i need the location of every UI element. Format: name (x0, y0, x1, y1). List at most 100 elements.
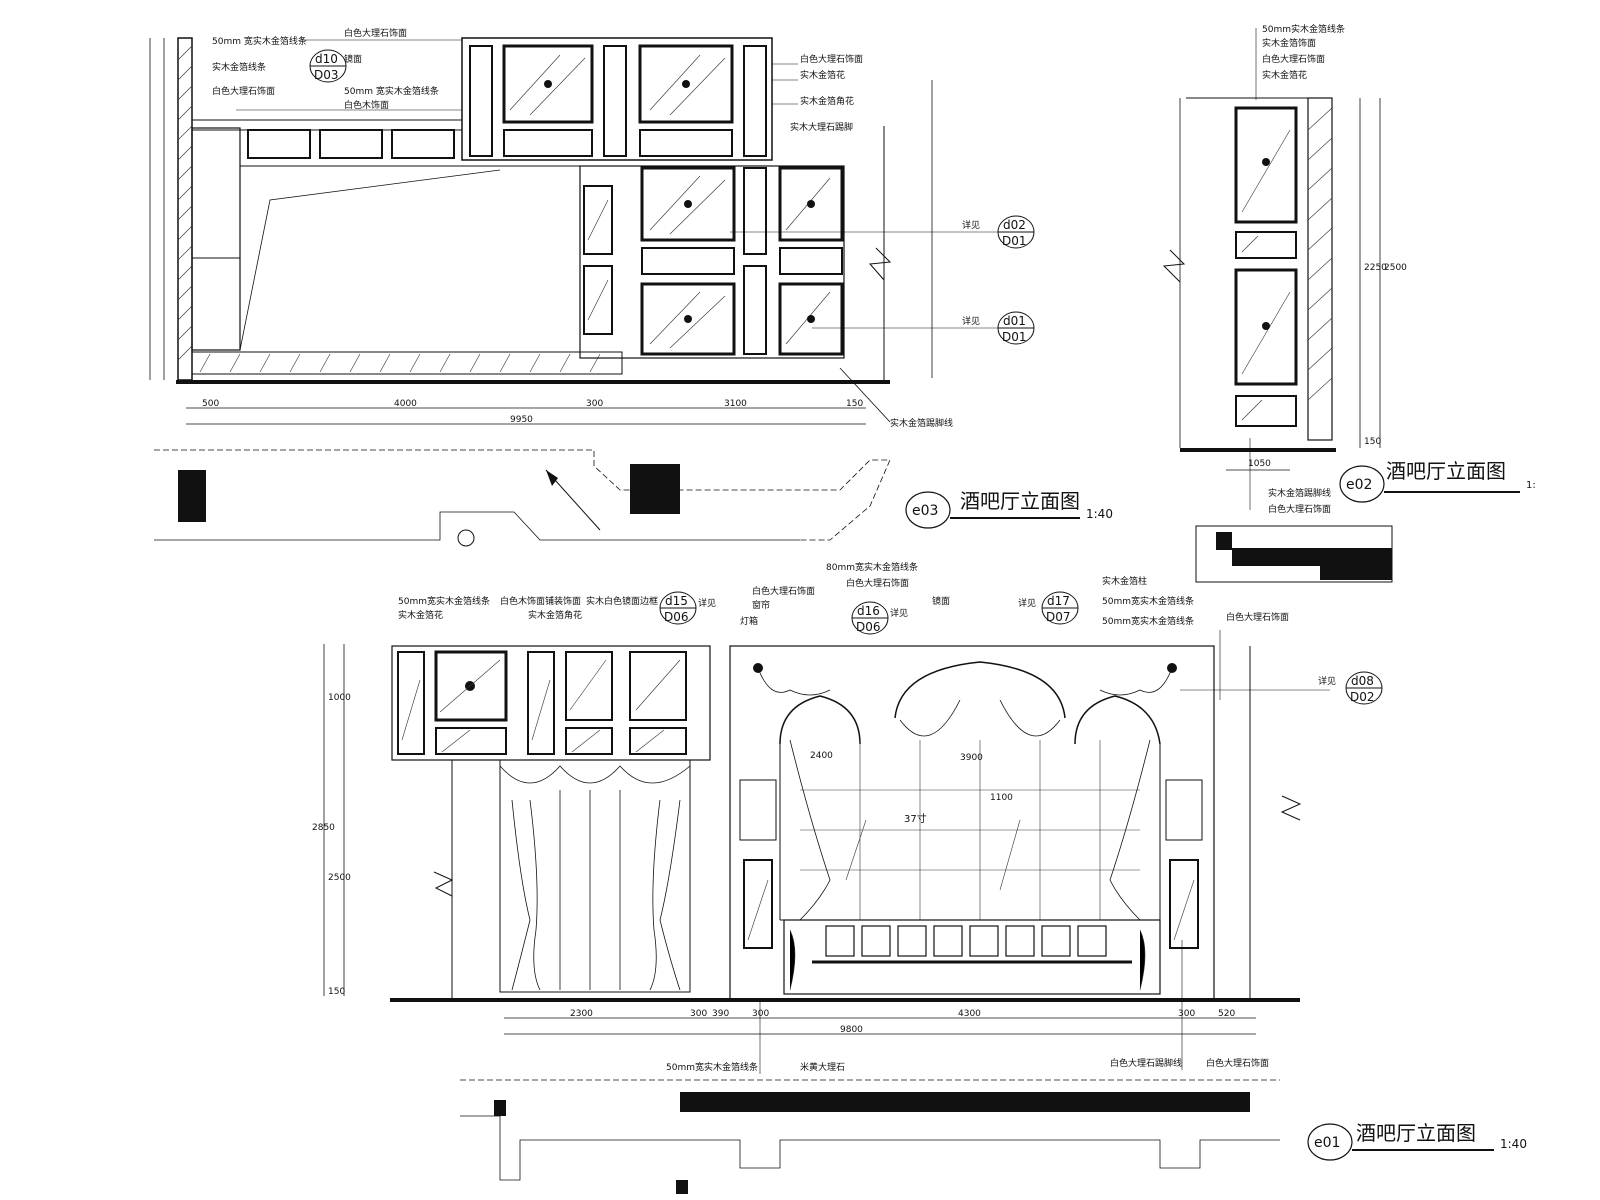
svg-text:e01: e01 (1314, 1135, 1340, 1151)
callout-d01: d01 D01 详见 (812, 311, 1035, 345)
e01-dim-w-6: 300 (1178, 1009, 1195, 1019)
e01-label-37: 37寸 (904, 812, 927, 825)
e03-label-marble-left: 白色大理石饰面 (212, 85, 275, 97)
title-e03: e03 酒吧厅立面图 1:40 (905, 489, 1113, 529)
e02-dim-h-3: 150 (1364, 437, 1381, 447)
e01-label-line-a: 镜面 (932, 595, 950, 607)
e01-label-right-marble: 白色大理石饰面 (1226, 611, 1289, 623)
svg-text:酒吧厅立面图: 酒吧厅立面图 (1386, 459, 1506, 483)
callout-d10: d10 D03 (309, 49, 347, 83)
e02-label-b: 白色大理石饰面 (1262, 53, 1325, 65)
e03-label-wood: 50mm 宽实木金箔线条 (344, 85, 439, 97)
e01-dim-h-2: 2500 (328, 873, 351, 883)
e01-dim-inner-2: 3900 (960, 753, 983, 763)
svg-text:d08: d08 (1351, 674, 1374, 688)
e01-label-white-wood: 白色木饰面铺装饰面 (500, 595, 581, 607)
e02-label-50mm: 50mm实木金箔线条 (1262, 23, 1345, 35)
svg-text:1:40: 1:40 (1500, 1137, 1527, 1151)
svg-text:d02: d02 (1003, 218, 1026, 232)
svg-text:详见: 详见 (890, 607, 908, 619)
e03-label-gold-pattern: 实木金箔角花 (800, 95, 854, 107)
e01-label-gold-corner: 实木金箔角花 (528, 609, 582, 621)
svg-text:d17: d17 (1047, 594, 1070, 608)
svg-text:d15: d15 (665, 594, 688, 608)
e03-label-top-marble: 白色大理石饰面 (344, 27, 407, 39)
e01-dim-w-1: 2300 (570, 1009, 593, 1019)
e02-label-bottom-a: 实木金箔踢脚线 (1268, 487, 1331, 499)
e02-label-c: 实木金箔花 (1262, 69, 1307, 81)
e01-label-white-marble: 白色大理石饰面 (846, 577, 909, 589)
e02-dim-h: 2250 (1364, 263, 1387, 273)
title-e01: e01 酒吧厅立面图 1:40 (1307, 1121, 1527, 1161)
e02-dim-w: 1050 (1248, 459, 1271, 469)
callout-d16: d16 D06 详见 (851, 601, 908, 635)
e01-dim-total: 9800 (840, 1025, 863, 1035)
e01-label-50mm-b: 50mm宽实木金箔线条 (1102, 615, 1194, 627)
e01-dim-w-5: 4300 (958, 1009, 981, 1019)
e03-label-corner: 实木大理石踢脚 (790, 121, 853, 133)
e01-label-bottom-r1: 白色大理石踢脚线 (1110, 1057, 1182, 1069)
elevation-e02: 1050 2250 2500 150 50mm实木金箔线条 实木金箔饰面 白色大… (1162, 23, 1536, 583)
svg-text:d16: d16 (857, 604, 880, 618)
e01-label-light-box: 灯箱 (740, 615, 758, 627)
svg-text:详见: 详见 (962, 219, 980, 231)
svg-text:酒吧厅立面图: 酒吧厅立面图 (960, 489, 1080, 513)
e01-label-pattern: 实木金箔柱 (1102, 575, 1147, 587)
e01-dim-inner-1: 2400 (810, 751, 833, 761)
e01-dim-inner-3: 1100 (990, 793, 1013, 803)
e03-dim-w-3: 300 (586, 399, 603, 409)
e03-label-right-marble: 白色大理石饰面 (800, 53, 863, 65)
svg-text:详见: 详见 (962, 315, 980, 327)
e03-dim-w-5: 150 (846, 399, 863, 409)
svg-text:D02: D02 (1350, 690, 1375, 704)
e03-dim-w-1: 500 (202, 399, 219, 409)
e01-dim-w-7: 520 (1218, 1009, 1235, 1019)
e03-dim-total: 9950 (510, 415, 533, 425)
e01-dim-h-1: 1000 (328, 693, 351, 703)
callout-d15: d15 D06 详见 (659, 591, 716, 625)
e01-label-gold-flower: 实木金箔花 (398, 609, 443, 621)
e01-dim-h-4: 2850 (312, 823, 335, 833)
svg-text:1:: 1: (1526, 480, 1536, 491)
e01-dim-h-3: 150 (328, 987, 345, 997)
e01-label-50mm-a: 50mm宽实木金箔线条 (1102, 595, 1194, 607)
e03-label-wood-a: 白色木饰面 (344, 99, 389, 111)
svg-text:d10: d10 (315, 52, 338, 66)
e01-label-curtain-top: 白色大理石饰面 (752, 585, 815, 597)
e01-label-50mm-top: 50mm宽实木金箔线条 (398, 595, 490, 607)
e02-label-bottom-b: 白色大理石饰面 (1268, 503, 1331, 515)
svg-text:e02: e02 (1346, 477, 1372, 493)
e03-label-50mm: 50mm 宽实木金箔线条 (212, 35, 307, 47)
svg-text:D01: D01 (1002, 330, 1027, 344)
svg-text:d01: d01 (1003, 314, 1026, 328)
svg-text:D03: D03 (314, 68, 339, 82)
svg-text:D07: D07 (1046, 610, 1071, 624)
svg-text:详见: 详见 (1018, 597, 1036, 609)
e03-label-mirror: 镜面 (344, 53, 362, 65)
e01-label-bottom-50mm: 50mm宽实木金箔线条 (666, 1061, 758, 1073)
svg-text:酒吧厅立面图: 酒吧厅立面图 (1356, 1121, 1476, 1145)
callout-d02: d02 D01 详见 (730, 215, 1035, 249)
e01-label-curtain: 窗帘 (752, 599, 770, 611)
e01-label-mirror-frame: 实木白色镜面边框 (586, 595, 658, 607)
svg-text:1:40: 1:40 (1086, 507, 1113, 521)
elevation-e01: 1000 2500 150 2850 2300 300 390 300 4300… (312, 561, 1527, 1194)
e03-dim-w-4: 3100 (724, 399, 747, 409)
e01-dim-w-4: 300 (752, 1009, 769, 1019)
callout-d08: d08 D02 详见 (1318, 671, 1383, 705)
callout-d17: d17 D07 详见 (1018, 591, 1079, 625)
e01-label-bottom-r2: 白色大理石饰面 (1206, 1057, 1269, 1069)
e01-label-80mm: 80mm宽实木金箔线条 (826, 561, 918, 573)
e01-dim-w-3: 390 (712, 1009, 729, 1019)
e03-label-gold-leaf: 实木金箔线条 (212, 61, 266, 73)
e03-label-gold-flower: 实木金箔花 (800, 69, 845, 81)
svg-text:详见: 详见 (698, 597, 716, 609)
e03-label-baseboard: 实木金箔踢脚线 (890, 417, 953, 429)
svg-text:D06: D06 (664, 610, 689, 624)
e01-label-bottom-mid: 米黄大理石 (800, 1061, 845, 1073)
svg-text:e03: e03 (912, 503, 938, 519)
svg-text:D06: D06 (856, 620, 881, 634)
e02-label-a: 实木金箔饰面 (1262, 37, 1316, 49)
svg-text:D01: D01 (1002, 234, 1027, 248)
